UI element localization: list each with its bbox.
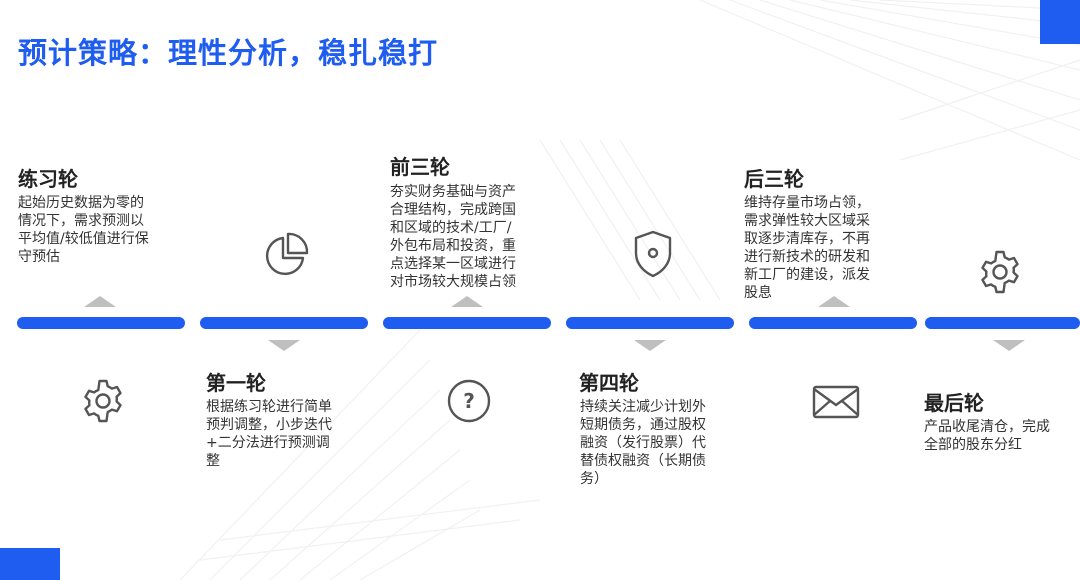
stage-desc-last-three: 维持存量市场占领， 需求弹性较大区域采 取逐步清库存，不再 进行新技术的研发和 …	[744, 195, 870, 301]
marker-up-1	[84, 296, 116, 307]
corner-accent-bottom-left	[0, 548, 60, 580]
stage-desc-first-three: 夯实财务基础与资产 合理结构，完成跨国 和区域的技术/工厂/ 外包布局和投资，重…	[390, 184, 516, 290]
marker-down-2	[268, 340, 300, 351]
timeline-segment-6	[925, 317, 1080, 329]
corner-accent-top-right	[1040, 0, 1080, 44]
stage-title-final: 最后轮	[924, 391, 984, 415]
marker-down-6	[993, 340, 1025, 351]
slide-title: 预计策略：理性分析，稳扎稳打	[18, 36, 439, 70]
stage-desc-final: 产品收尾清仓，完成 全部的股东分红	[924, 419, 1050, 453]
marker-up-5	[818, 296, 850, 307]
gear-icon	[976, 248, 1024, 296]
timeline-segment-1	[17, 317, 185, 329]
stage-desc-round1: 根据练习轮进行简单 预判调整，小步迭代 +二分法进行预测调 整	[206, 399, 332, 469]
gear-icon	[79, 377, 127, 425]
timeline-segment-4	[566, 317, 734, 329]
question-icon: ?	[445, 377, 493, 425]
stage-title-last-three: 后三轮	[744, 167, 804, 191]
timeline-segment-5	[749, 317, 917, 329]
stage-title-round1: 第一轮	[206, 371, 266, 395]
stage-desc-practice: 起始历史数据为零的 情况下，需求预测以 平均值/较低值进行保 守预估	[18, 195, 149, 265]
stage-desc-round4: 持续关注减少计划外 短期债务，通过股权 融资（发行股票）代 替债权融资（长期债 …	[580, 399, 706, 487]
timeline-segment-2	[200, 317, 368, 329]
timeline-segment-3	[383, 317, 551, 329]
shield-icon	[631, 229, 675, 279]
stage-title-first-three: 前三轮	[390, 155, 450, 179]
marker-down-4	[634, 340, 666, 351]
stage-title-practice: 练习轮	[18, 167, 78, 191]
mail-icon	[811, 384, 861, 420]
marker-up-3	[451, 296, 483, 307]
pie-chart-icon	[262, 231, 310, 279]
svg-text:?: ?	[463, 389, 475, 413]
stage-title-round4: 第四轮	[579, 371, 639, 395]
